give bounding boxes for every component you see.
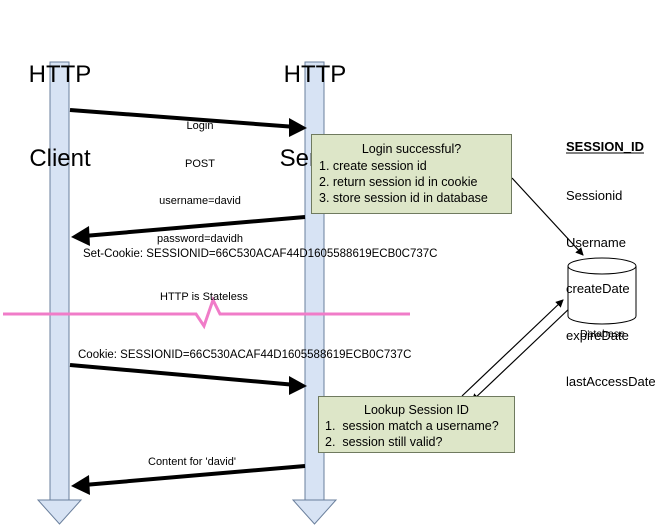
login-request-line-1: Login [186,120,214,132]
login-box-item-2: 2. return session id in cookie [319,175,478,189]
login-request-label: Login POST username=david password=david… [140,95,260,258]
client-title: HTTP Client [0,5,130,201]
lookup-box-item-1: 1. session match a username? [325,419,499,433]
login-box-title: Login successful? [361,142,462,156]
session-field-expiredate: expireDate [566,327,629,343]
login-request-line-4: password=davidh [157,232,243,245]
session-table-fields: Sessionid Username createDate expireDate… [566,157,656,405]
login-request-line-2: POST [185,157,215,170]
database-icon [567,257,637,325]
session-field-createdate: createDate [566,281,630,296]
content-response-arrow [71,464,306,495]
client-lifeline [36,61,83,525]
stateless-label: HTTP is Stateless [160,291,248,303]
client-title-line2: Client [29,145,91,172]
lookup-to-database-arrow [461,299,564,397]
login-box-item-3: 3. store session id in database [319,191,488,205]
session-table-title: SESSION_ID [566,139,645,154]
client-title-line1: HTTP [28,61,92,88]
set-cookie-label: Set-Cookie: SESSIONID=66C530ACAF44D16055… [83,248,438,260]
set-cookie-arrow [71,215,306,246]
content-response-label: Content for 'david' [148,456,236,468]
lookup-box-item-2: 2. session still valid? [325,435,443,449]
login-request-arrow [69,108,307,137]
database-to-lookup-arrow [471,305,573,402]
session-field-username: Username [566,234,626,250]
login-to-database-arrow [511,177,584,256]
login-request-line-3: username=david [159,195,241,207]
database-label: Database [580,328,625,340]
session-field-sessionid: Sessionid [566,188,623,203]
session-field-lastaccessdate: lastAccessDate [566,374,656,389]
server-title-line1: HTTP [283,61,347,88]
cookie-request-arrow [69,363,307,395]
lookup-session-box: Lookup Session ID 1. session match a use… [318,396,515,453]
login-successful-box: Login successful? 1. create session id 2… [311,134,512,214]
lookup-box-title: Lookup Session ID [364,403,469,417]
login-box-item-1: 1. create session id [319,159,427,173]
cookie-label: Cookie: SESSIONID=66C530ACAF44D160558861… [78,349,412,361]
stateless-break-line [3,296,410,330]
